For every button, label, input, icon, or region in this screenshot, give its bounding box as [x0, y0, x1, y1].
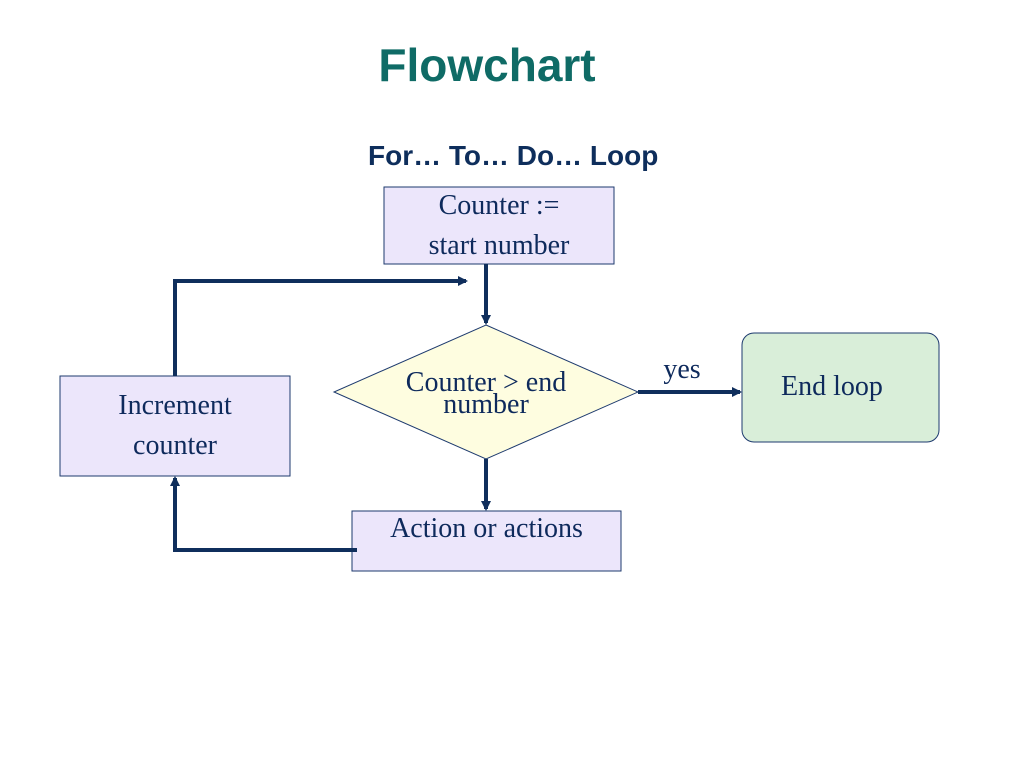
arrow-increment-to-condition — [173, 276, 468, 376]
end-loop-label: End loop — [742, 365, 922, 409]
condition-line-1: Counter > end — [405, 367, 567, 398]
page-subtitle: For… To… Do… Loop — [368, 140, 659, 171]
action-box — [351, 510, 622, 572]
condition-line-2: number — [443, 389, 529, 420]
increment-box — [59, 375, 291, 477]
init-box — [383, 186, 615, 265]
action-label: Action or actions — [352, 508, 621, 550]
increment-line-2: counter — [133, 430, 217, 461]
yes-edge-label: yes — [650, 350, 714, 390]
init-line-1: Counter := — [438, 189, 560, 221]
increment-line-1: Increment — [118, 390, 232, 421]
init-box-label: Counter := start number — [384, 187, 614, 264]
condition-label: Counter > end number — [374, 369, 598, 419]
arrow-action-to-increment — [170, 476, 357, 552]
page-title: Flowchart — [378, 39, 596, 91]
increment-label: Increment counter — [60, 376, 290, 476]
init-line-2: start number — [428, 229, 570, 261]
end-loop-text: End loop — [781, 371, 883, 402]
action-text: Action or actions — [390, 513, 583, 544]
yes-text: yes — [663, 354, 701, 385]
end-loop-box — [741, 332, 940, 443]
